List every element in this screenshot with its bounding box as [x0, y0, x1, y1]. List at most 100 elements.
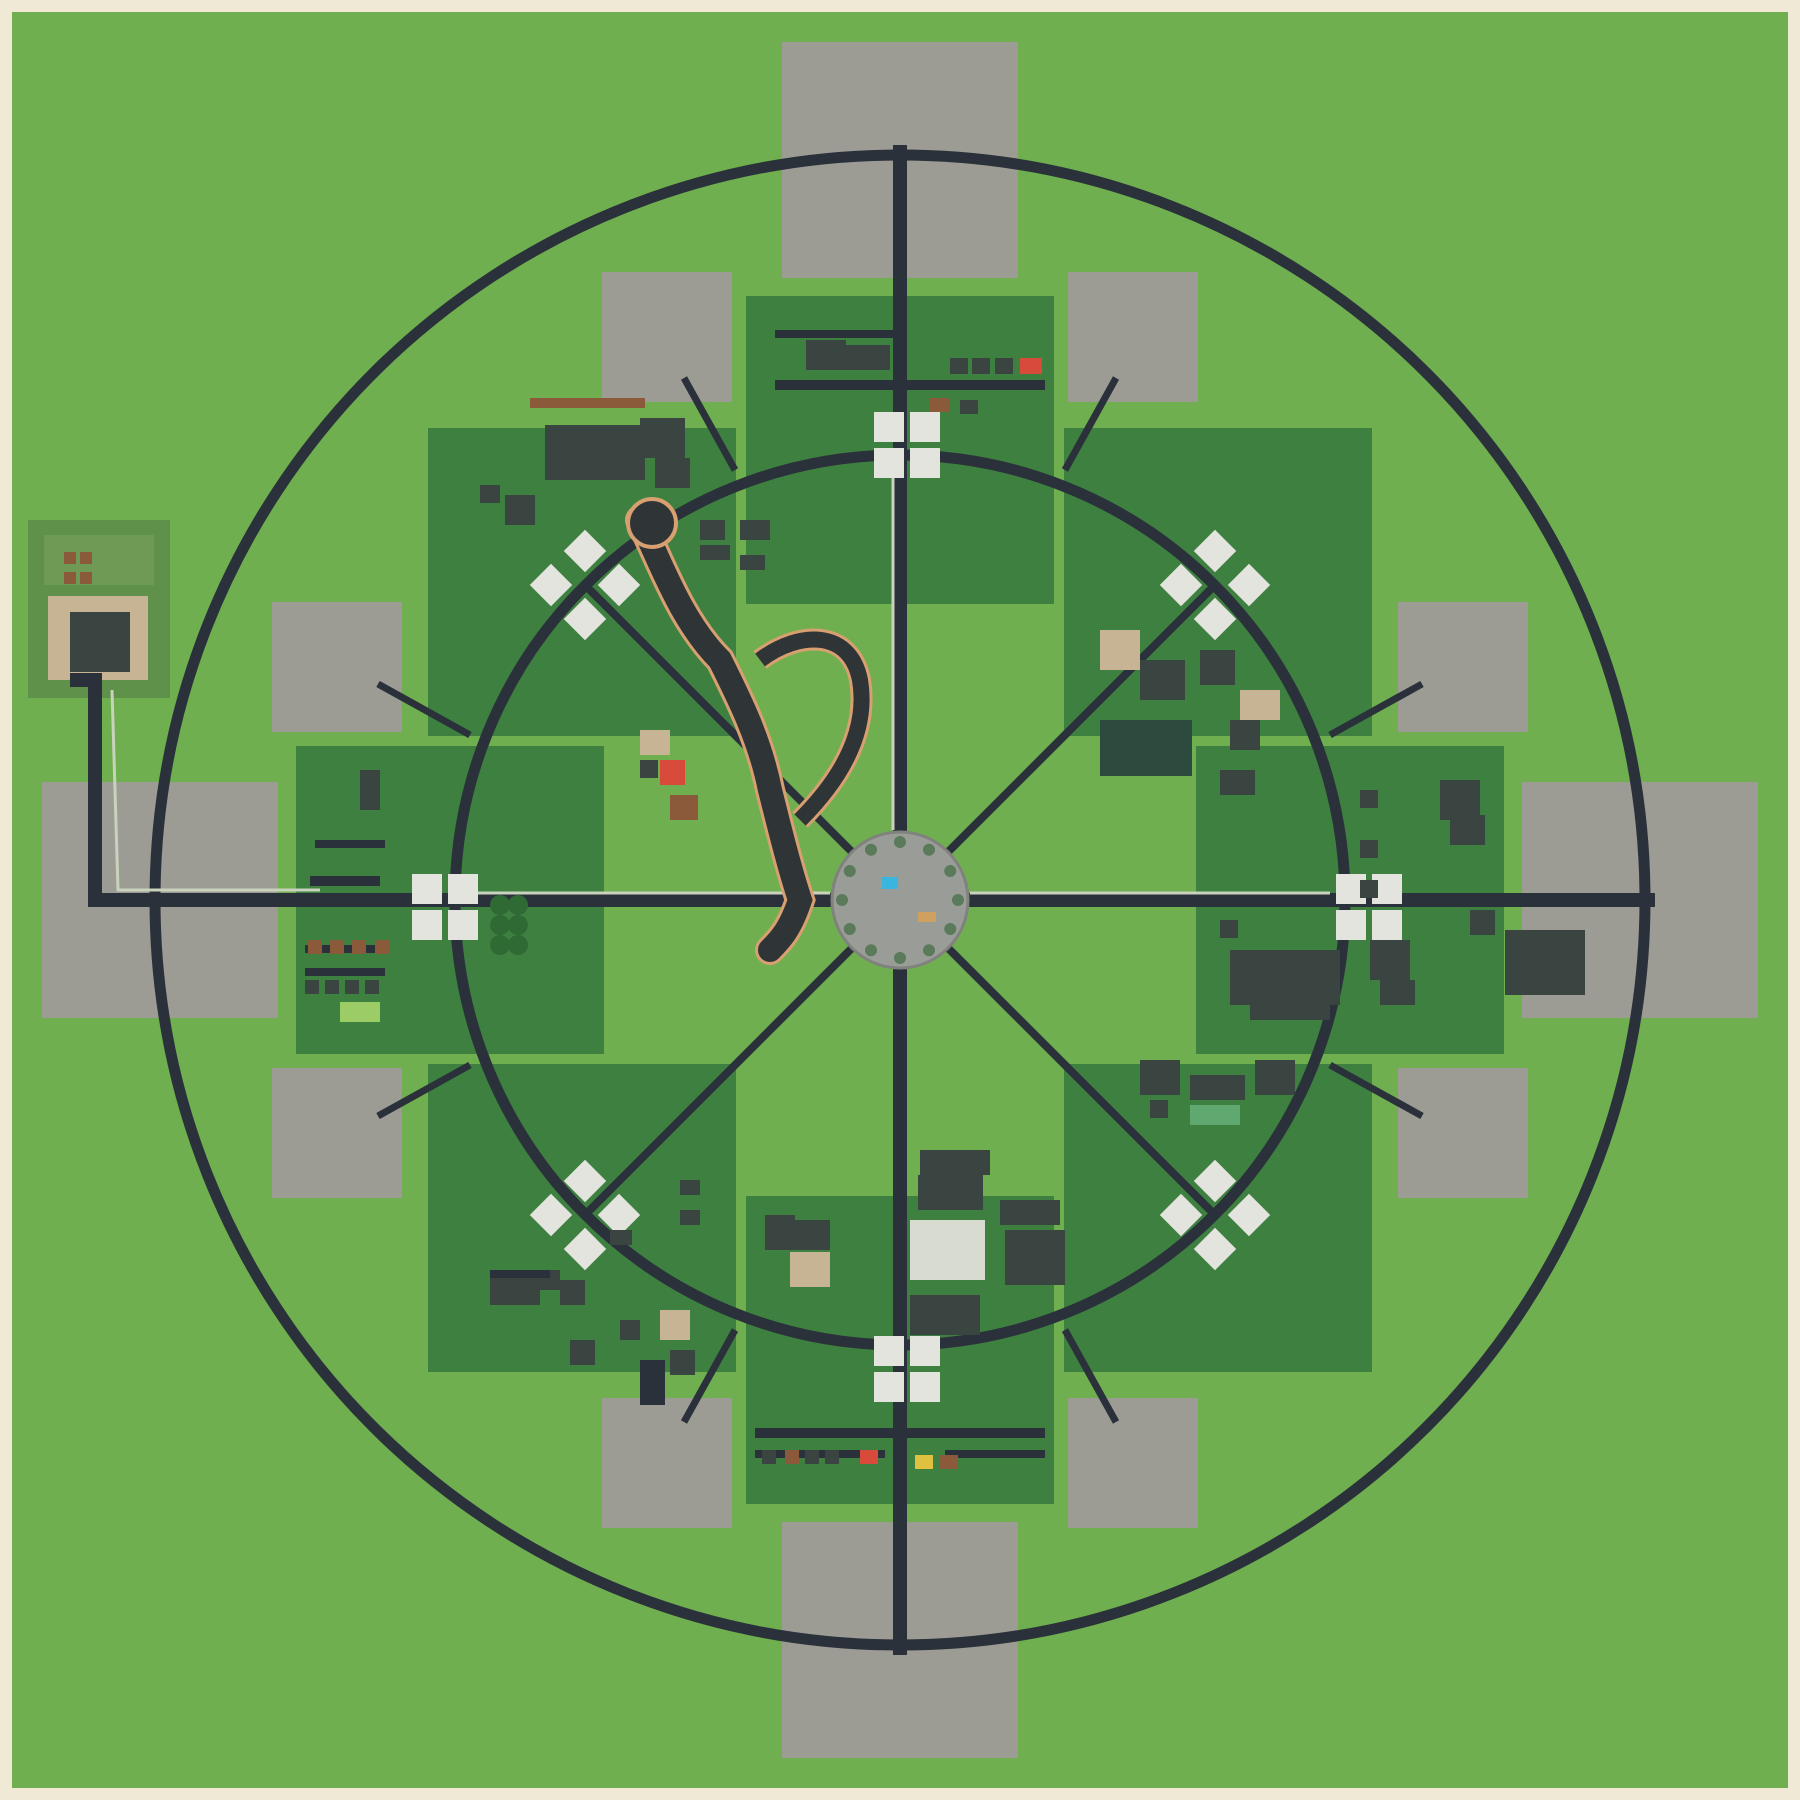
- building: [1000, 1200, 1060, 1225]
- building: [340, 1002, 380, 1022]
- building: [660, 1310, 690, 1340]
- building: [670, 1350, 695, 1375]
- building: [308, 940, 322, 954]
- building: [740, 520, 770, 540]
- intersection-pad: [1227, 1193, 1271, 1237]
- building: [790, 1252, 830, 1287]
- building: [640, 1360, 665, 1405]
- central-plaza: [830, 830, 970, 970]
- crop-plot: [80, 572, 92, 584]
- building: [790, 1220, 830, 1250]
- building: [310, 876, 380, 886]
- intersection-pad: [412, 874, 442, 904]
- intersection-pad: [1159, 1193, 1203, 1237]
- building: [640, 730, 670, 755]
- building: [490, 1270, 550, 1278]
- intersection-pad: [529, 1193, 573, 1237]
- farm-access-road: [70, 673, 160, 907]
- building: [920, 1150, 990, 1175]
- building: [930, 398, 950, 412]
- tree: [490, 895, 510, 915]
- intersection-pad: [597, 1193, 641, 1237]
- plaza-fountain: [882, 877, 898, 889]
- building: [352, 940, 366, 954]
- farm-house: [70, 612, 130, 672]
- building: [755, 1450, 885, 1458]
- empty-lot: [602, 1398, 732, 1528]
- building: [910, 1295, 980, 1335]
- building: [740, 555, 765, 570]
- building: [1140, 1060, 1180, 1095]
- building: [680, 1210, 700, 1225]
- tree: [490, 935, 510, 955]
- intersection-pad: [910, 448, 940, 478]
- building: [825, 1450, 839, 1464]
- diagonal-road: [939, 582, 1218, 861]
- building: [1360, 880, 1378, 898]
- building: [325, 980, 339, 994]
- building: [700, 520, 725, 540]
- connector-road: [1328, 680, 1424, 739]
- tree: [508, 895, 528, 915]
- intersection-pad: [1372, 910, 1402, 940]
- building: [775, 330, 895, 338]
- intersection-pad: [910, 1372, 940, 1402]
- building: [940, 1455, 958, 1469]
- building: [1240, 690, 1280, 720]
- diagonal-road: [939, 939, 1218, 1218]
- building: [655, 458, 690, 488]
- plaza-tree: [944, 923, 957, 935]
- intersection-pad: [563, 1227, 607, 1271]
- intersection-pad: [874, 1372, 904, 1402]
- building: [805, 1450, 819, 1464]
- track-loop: [755, 631, 870, 826]
- building: [1200, 650, 1235, 685]
- building: [1005, 1230, 1065, 1285]
- empty-lot: [1398, 1068, 1528, 1198]
- building: [860, 1450, 878, 1464]
- intersection-pad: [1193, 529, 1237, 573]
- building: [1190, 1105, 1240, 1125]
- diagonal-road: [582, 939, 861, 1218]
- building: [1470, 910, 1495, 935]
- building: [1450, 815, 1485, 845]
- building: [1190, 1075, 1245, 1100]
- building: [1505, 930, 1585, 995]
- building: [1360, 840, 1378, 858]
- plaza-tree: [894, 952, 906, 964]
- intersection-pad: [1336, 910, 1366, 940]
- building: [530, 398, 645, 408]
- map-details: [305, 330, 1585, 1469]
- intersection-pad: [448, 874, 478, 904]
- empty-lot: [602, 272, 732, 402]
- building: [960, 400, 978, 414]
- building: [700, 545, 730, 560]
- building: [1220, 920, 1238, 938]
- building: [1255, 1060, 1295, 1095]
- plaza-tree: [843, 923, 856, 935]
- intersection-pad: [412, 910, 442, 940]
- connector-road: [1061, 376, 1120, 472]
- intersection-pad: [1227, 563, 1271, 607]
- building: [505, 495, 535, 525]
- building: [640, 418, 685, 458]
- building: [1100, 630, 1140, 670]
- plaza-tree: [923, 944, 935, 957]
- building: [640, 760, 658, 778]
- building: [330, 940, 344, 954]
- building: [755, 1428, 1045, 1438]
- intersection-pad: [874, 1336, 904, 1366]
- tree: [508, 915, 528, 935]
- building: [375, 940, 389, 954]
- intersection-pad: [1193, 1159, 1237, 1203]
- building: [345, 980, 359, 994]
- crop-plot: [80, 552, 92, 564]
- building: [1230, 720, 1260, 750]
- building: [775, 380, 1045, 390]
- plaza-tree: [944, 865, 957, 877]
- plaza-kiosk: [918, 912, 936, 922]
- building: [1220, 770, 1255, 795]
- building: [972, 358, 990, 374]
